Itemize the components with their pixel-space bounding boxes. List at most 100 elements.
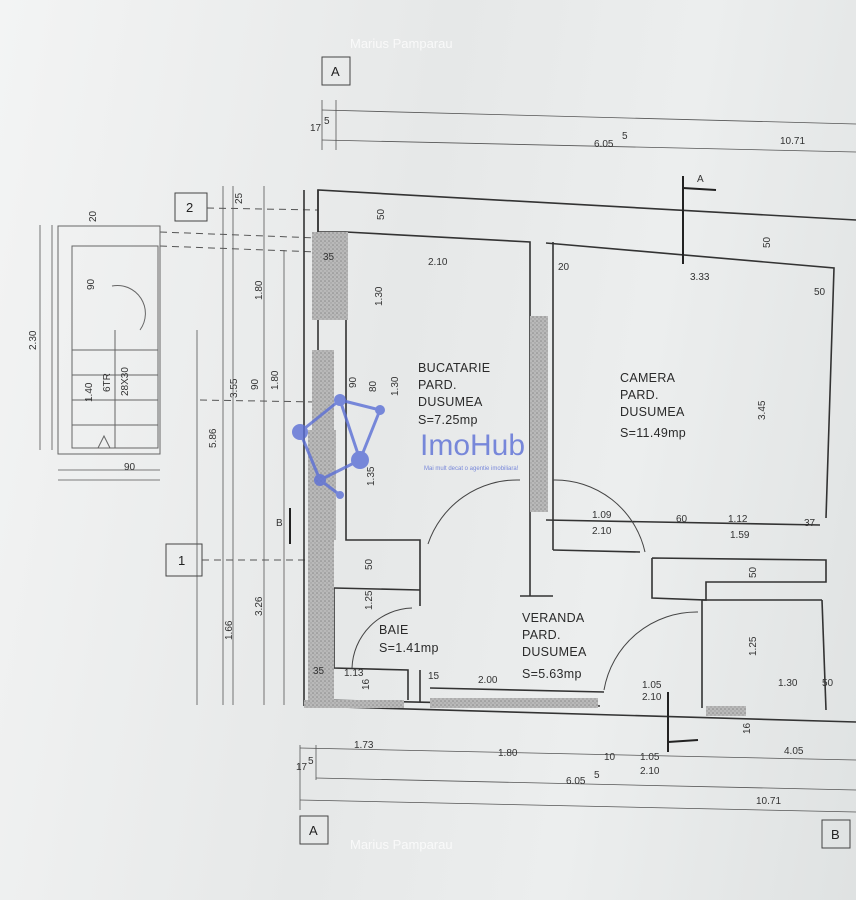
dim: 90 — [250, 378, 261, 390]
dim: 1.12 — [728, 514, 748, 525]
dim: 5 — [308, 756, 314, 767]
axis-a-top-box — [321, 56, 351, 86]
dim: 60 — [676, 514, 688, 525]
dim: 90 — [86, 278, 97, 290]
bucatarie-finish: DUSUMEA — [418, 395, 483, 409]
dim: 5 — [622, 131, 628, 142]
bucatarie-name: BUCATARIE — [418, 361, 490, 375]
dimension-labels: 17 5 6.05 5 10.71 25 50 35 2.10 20 3.33 … — [28, 116, 834, 807]
dim: 35 — [323, 252, 335, 263]
left-dimension-lines — [39, 186, 285, 705]
dim: 1.25 — [748, 636, 759, 656]
dim: 50 — [822, 678, 834, 689]
axis-markers — [165, 56, 851, 849]
dim: 1.30 — [778, 678, 798, 689]
dim: 80 — [368, 380, 379, 392]
dim: 25 — [234, 192, 245, 204]
dim: 2.00 — [478, 675, 498, 686]
dim: 1.05 — [642, 680, 662, 691]
dim: 3.45 — [757, 400, 768, 420]
dim: 35 — [313, 666, 325, 677]
dim: 50 — [814, 287, 826, 298]
dim: 10.71 — [756, 796, 781, 807]
dim: 10 — [604, 752, 616, 763]
dim: 1.25 — [364, 590, 375, 610]
dim: 1.80 — [254, 280, 265, 300]
axis-a-bottom-box — [299, 815, 329, 845]
axis-1: 1 — [178, 553, 185, 568]
watermark-top: Marius Pamparau — [350, 36, 453, 51]
dim: 2.10 — [642, 692, 662, 703]
molecule-nodes — [292, 394, 385, 499]
dim: 6.05 — [566, 776, 586, 787]
dim: 16 — [742, 722, 753, 734]
section-mark-a: A — [697, 174, 704, 185]
dim: 2.10 — [428, 257, 448, 268]
dim: 5 — [594, 770, 600, 781]
dim: 5 — [324, 116, 330, 127]
baie-area: S=1.41mp — [379, 641, 439, 655]
camera-name: CAMERA — [620, 371, 676, 385]
dim: 50 — [376, 208, 387, 220]
camera-floor: PARD. — [620, 388, 659, 402]
dim: 1.80 — [270, 370, 281, 390]
dim: 1.35 — [366, 466, 377, 486]
dim: 10.71 — [780, 136, 805, 147]
axis-b-bottom: B — [831, 827, 840, 842]
dim: 28X30 — [120, 367, 131, 396]
dim: 2.10 — [592, 526, 612, 537]
dim: 6TR — [102, 373, 113, 392]
dim: 2.30 — [28, 330, 39, 350]
section-markers — [289, 176, 717, 752]
camera-finish: DUSUMEA — [620, 405, 685, 419]
dim: 3.26 — [254, 596, 265, 616]
section-mark-b: B — [276, 518, 283, 529]
wall-hatching — [304, 232, 746, 716]
dim: 1.05 — [640, 752, 660, 763]
dim: 6.05 — [594, 139, 614, 150]
dim: 1.66 — [224, 620, 235, 640]
dim: 1.59 — [730, 530, 750, 541]
room-veranda: VERANDA PARD. DUSUMEA S=5.63mp — [522, 611, 587, 681]
axis-b-bottom-box — [821, 819, 851, 849]
room-bucatarie: BUCATARIE PARD. DUSUMEA S=7.25mp — [418, 361, 490, 427]
dim: 1.13 — [344, 668, 364, 679]
dim: 50 — [364, 558, 375, 570]
veranda-name: VERANDA — [522, 611, 585, 625]
dim: 20 — [558, 262, 570, 273]
top-dimension-lines — [299, 100, 856, 813]
room-camera: CAMERA PARD. DUSUMEA S=11.49mp — [620, 371, 686, 440]
dim: 90 — [348, 376, 359, 388]
door-swings — [351, 479, 699, 691]
dim: 1.30 — [390, 376, 401, 396]
camera-area: S=11.49mp — [620, 426, 686, 440]
axis-2: 2 — [186, 200, 193, 215]
dim: 2.10 — [640, 766, 660, 777]
baie-name: BAIE — [379, 623, 409, 637]
dim: 5.86 — [208, 428, 219, 448]
watermark-bottom: Marius Pamparau — [350, 837, 453, 852]
dim: 3.33 — [690, 272, 710, 283]
dim: 50 — [762, 236, 773, 248]
bucatarie-area: S=7.25mp — [418, 413, 478, 427]
dim: 50 — [748, 566, 759, 578]
axis-2-box — [174, 192, 208, 222]
dim: 17 — [296, 762, 308, 773]
stair-sketch — [57, 225, 161, 455]
dim: 16 — [361, 678, 372, 690]
dim: 1.73 — [354, 740, 374, 751]
axis-a-bottom: A — [309, 823, 318, 838]
axis-a-top: A — [331, 64, 340, 79]
veranda-area: S=5.63mp — [522, 667, 582, 681]
logo-tagline: Mai mult decat o agentie imobiliara! — [424, 466, 519, 472]
dim: 1.80 — [498, 748, 518, 759]
dim: 1.30 — [374, 286, 385, 306]
dim: 4.05 — [784, 746, 804, 757]
dim: 15 — [428, 671, 440, 682]
logo-text: ImoHub — [420, 429, 525, 462]
bucatarie-floor: PARD. — [418, 378, 457, 392]
dim: 1.09 — [592, 510, 612, 521]
dim: 17 — [310, 123, 322, 134]
